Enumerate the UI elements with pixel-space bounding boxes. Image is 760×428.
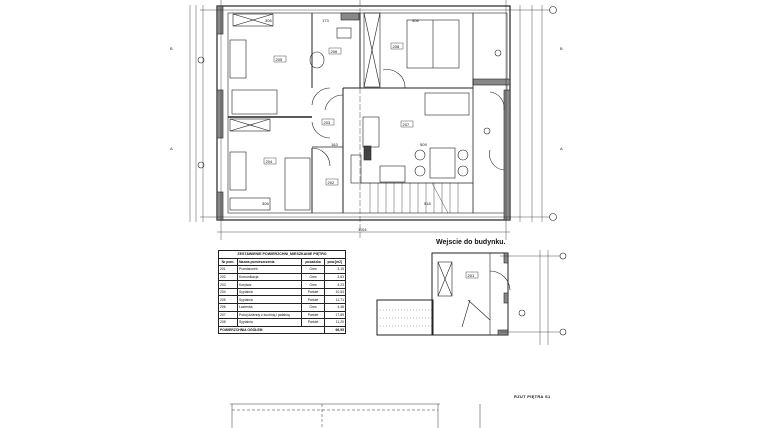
main-plan: B A B A (170, 0, 563, 240)
wall-block (472, 78, 511, 86)
room-207: 207 (403, 122, 410, 127)
cell: 205 (218, 295, 238, 305)
dim-label: 406 (412, 18, 419, 23)
cell: Gres (301, 303, 325, 312)
svg-text:A: A (170, 146, 173, 151)
dim-label: 306 (265, 18, 272, 23)
svg-text:A: A (560, 146, 563, 151)
sheet-label: RZUT PIĘTRA S1 (514, 394, 551, 399)
cell: Gres (301, 265, 325, 274)
cell: Gres (301, 272, 325, 282)
svg-text:B: B (560, 46, 563, 51)
cell: Komunikacja (236, 272, 303, 282)
cell: Parkiet (301, 310, 325, 320)
cell: 4,48 (323, 303, 347, 312)
col-header: Nr pom. (218, 257, 238, 267)
cell: Sypialnia (236, 318, 303, 327)
axis-marker (549, 6, 557, 14)
svg-text:B: B (170, 46, 173, 51)
cell: 10,53 (323, 287, 347, 297)
outer-wall (216, 5, 511, 221)
cell: 4,23 (323, 280, 347, 289)
dim-label: 509 (420, 142, 427, 147)
table-title: ZESTAWIENIE POWIERZCHNI_MIESZKANIE PIĘTR… (218, 250, 346, 259)
room-labels: 205 206 208 203 207 204 202 306 173 406 … (262, 18, 431, 232)
cell: Łazienka (236, 303, 303, 312)
cell: 11,20 (323, 318, 347, 327)
cell: Parkiet (301, 287, 325, 297)
wall-block (503, 89, 511, 221)
cell: Sypialnia (236, 295, 303, 305)
entry-plan (376, 250, 567, 345)
col-header: posadzka (301, 257, 325, 267)
room-206: 206 (331, 49, 338, 54)
col-header: Nazwa pomieszczenia (236, 257, 303, 267)
area-table: ZESTAWIENIE POWIERZCHNI_MIESZKANIE PIĘTR… (218, 250, 347, 335)
room-204: 204 (266, 159, 273, 164)
cell: 3,15 (323, 265, 347, 274)
wall-block (216, 89, 224, 139)
cell: 208 (218, 318, 238, 327)
axis-marker (549, 213, 557, 221)
cell: Parkiet (301, 318, 325, 327)
cell: Przedsionek (236, 265, 303, 274)
cell: 206 (218, 303, 238, 312)
lower-plan-partial (230, 403, 481, 428)
col-header: pow.[m2] (323, 257, 347, 267)
cell: Pokój dzienny z kuchnią i jadalnią (236, 310, 303, 320)
cell: 203 (218, 280, 238, 289)
total-label: POWIERZCHNIA OGÓŁEM (218, 325, 325, 335)
cell: Gres (301, 280, 325, 289)
cell: 204 (218, 287, 238, 297)
dim-label: 173 (322, 18, 329, 23)
cell: 201 (218, 265, 238, 274)
room-202: 202 (328, 180, 335, 185)
dim-label: 163 (331, 142, 338, 147)
overall-dimension: 1104 (358, 227, 367, 232)
room-201: 201 (468, 273, 475, 278)
cell: 3,63 (323, 272, 347, 282)
room-208: 208 (393, 44, 400, 49)
dim-label: 306 (262, 201, 269, 206)
cell: 202 (218, 272, 238, 282)
dim-label: 518 (424, 201, 431, 206)
cell: 17,89 (323, 310, 347, 320)
room-203: 203 (324, 120, 331, 125)
cell: 11,71 (323, 295, 347, 305)
cell: Sypialnia (236, 287, 303, 297)
total-value: 66,95 (323, 325, 347, 335)
cell: Parkiet (301, 295, 325, 305)
wall-block (216, 191, 224, 221)
room-205: 205 (276, 57, 283, 62)
wall-block (216, 5, 224, 35)
entry-plan-title: Wejscie do budynku. (436, 239, 506, 246)
cell: Korytarz (236, 280, 303, 289)
cell: 207 (218, 310, 238, 320)
